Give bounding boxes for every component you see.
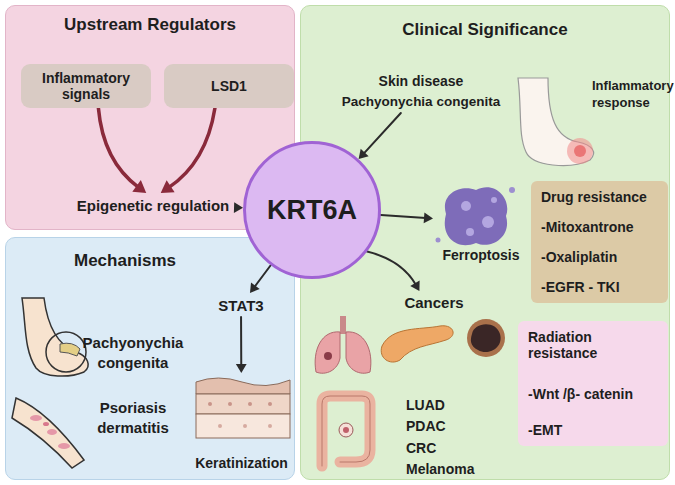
- outcome-label: Cancers: [399, 291, 469, 313]
- text-label: Melanoma: [406, 460, 496, 478]
- outcome-label: Keratinization: [189, 373, 294, 471]
- regulator-box: LSD1: [164, 64, 294, 108]
- text-label: CRC: [406, 439, 496, 457]
- node-text: Pachyonychia congenita: [342, 94, 500, 109]
- text-label: LUAD: [406, 396, 496, 414]
- node-title: STAT3: [218, 297, 263, 314]
- node-title: KRT6A: [267, 195, 357, 226]
- node-title: Epigenetic regulation: [77, 197, 230, 214]
- node-title: Ferroptosis: [442, 247, 519, 263]
- regulator-box: Inflammatory signals: [21, 64, 151, 108]
- text-label: PDAC: [406, 417, 496, 435]
- node-title: LSD1: [211, 78, 247, 94]
- node-text: -EGFR - TKI: [541, 279, 620, 295]
- text-label: Psoriasis dermatitis: [88, 398, 178, 437]
- node-text: -Oxaliplatin: [541, 249, 617, 265]
- outcome-label: Ferroptosis: [433, 181, 529, 263]
- drug-resistance-box: Drug resistance -Mitoxantrone -Oxaliplatin…: [531, 181, 668, 303]
- central-circle: KRT6A: [243, 141, 381, 279]
- process-label: Epigenetic regulation: [69, 193, 237, 217]
- node-title: Mechanisms: [74, 251, 176, 271]
- node-text: -Mitoxantrone: [541, 219, 634, 235]
- node-title: Cancers: [404, 294, 463, 311]
- node-title: Radiation resistance: [528, 329, 658, 361]
- node-text: -Wnt /β- catenin: [528, 386, 633, 402]
- node-title: Clinical Significance: [402, 20, 567, 40]
- node-text: -EMT: [528, 422, 562, 438]
- disease-label: Skin diseasePachyonychia congenita: [336, 69, 506, 113]
- node-title: Inflammatory signals: [29, 70, 143, 102]
- node-title: Drug resistance: [541, 189, 647, 205]
- node-title: Upstream Regulators: [64, 15, 236, 35]
- node-title: Skin disease: [379, 73, 464, 89]
- text-label: Inflammatory response: [592, 78, 672, 112]
- pathway-label: STAT3: [213, 293, 269, 317]
- radiation-resistance-box: Radiation resistance -Wnt /β- catenin -EMT: [518, 321, 668, 446]
- node-title: Keratinization: [195, 455, 288, 471]
- text-label: Pachyonychia congenita: [78, 333, 188, 372]
